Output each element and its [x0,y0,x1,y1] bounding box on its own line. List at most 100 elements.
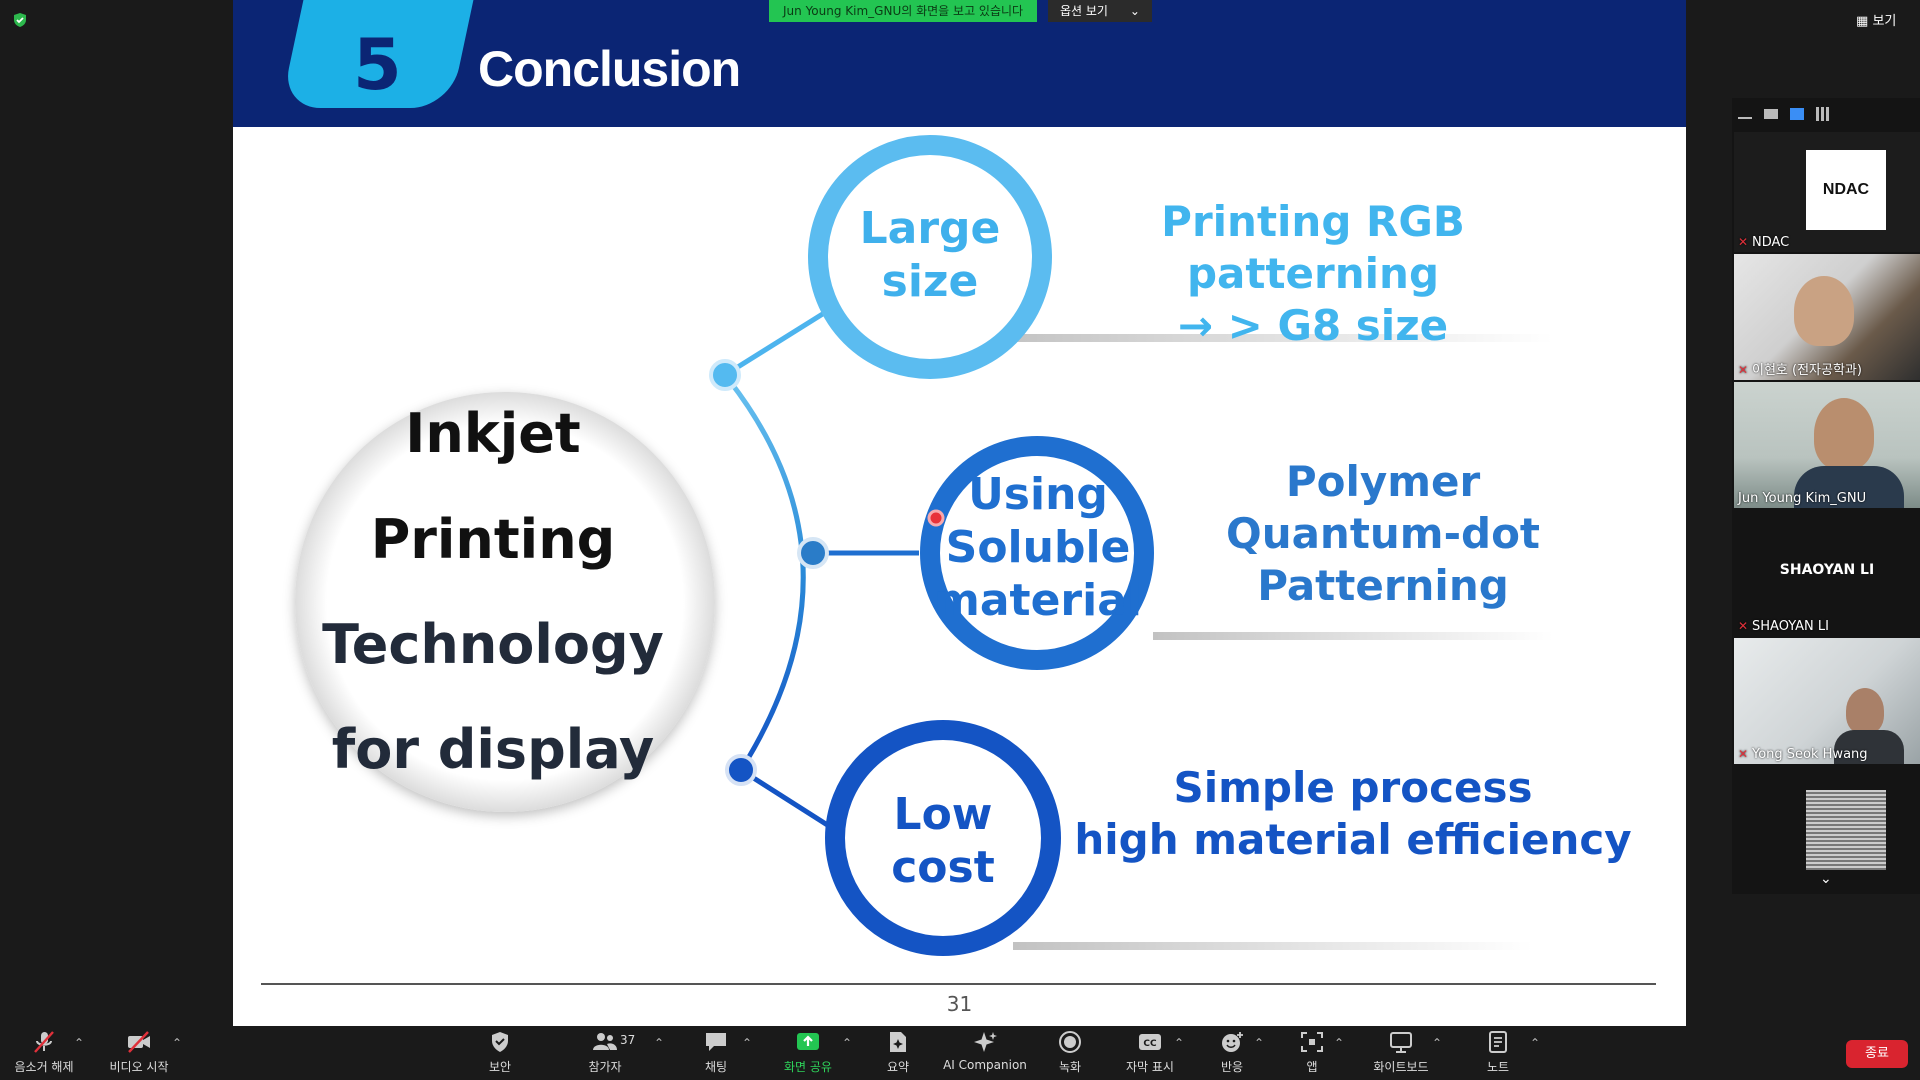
end-meeting-button[interactable]: 종료 [1846,1040,1908,1068]
participant-avatar-video [1846,688,1884,734]
start-video-label: 비디오 시작 [109,1060,168,1074]
apps-options-chevron-icon[interactable]: ⌃ [1334,1036,1344,1050]
captions-options-chevron-icon[interactable]: ⌃ [1174,1036,1184,1050]
share-screen-label: 화면 공유 [784,1060,832,1074]
shared-slide: 5 Conclusion [233,0,1686,1026]
apps-label: 앱 [1306,1060,1317,1074]
screen-share-banner: Jun Young Kim_GNU의 화면을 보고 있습니다 [769,0,1037,22]
participant-tile-ndac[interactable]: NDAC ✕NDAC [1734,132,1920,252]
security-button[interactable]: 보안 [480,1030,520,1075]
mic-muted-icon: ✕ [1738,747,1748,759]
main-topic-line-1: Inkjet [273,402,713,465]
node-2-description: Polymer Quantum-dot Patterning [1173,456,1593,612]
view-options-dropdown[interactable]: 옵션 보기 ⌄ [1048,0,1152,22]
view-options-label: 옵션 보기 [1060,4,1108,18]
participant-display-name: SHAOYAN LI [1734,562,1920,578]
record-icon [1057,1030,1083,1054]
share-options-chevron-icon[interactable]: ⌃ [842,1036,852,1050]
notes-icon [1485,1030,1511,1054]
view-button-label: 보기 [1872,14,1896,29]
reactions-label: 반응 [1221,1060,1243,1074]
ai-companion-icon [972,1030,998,1054]
node-1-label-line-2: size [830,255,1030,308]
mute-options-chevron-icon[interactable]: ⌃ [74,1036,84,1050]
participant-tile-video[interactable]: ✕Yong Seok Hwang [1734,638,1920,764]
branch-dot-3 [727,756,755,784]
record-label: 녹화 [1059,1060,1081,1074]
mic-off-icon [31,1030,57,1054]
mic-muted-icon: ✕ [1738,363,1748,375]
main-topic-line-3: Technology [273,613,713,676]
mute-button[interactable]: 음소거 해제 [12,1030,76,1075]
branch-dot-2 [799,539,827,567]
connector-arc [725,375,803,770]
main-topic-line-2: Printing [273,508,713,571]
chat-options-chevron-icon[interactable]: ⌃ [742,1036,752,1050]
participant-name: ✕SHAOYAN LI [1738,619,1829,634]
notes-label: 노트 [1487,1060,1509,1074]
captions-label: 자막 표시 [1126,1060,1174,1074]
view-button[interactable]: ▦ 보기 [1856,10,1896,29]
node-3-label-line-2: cost [843,841,1043,894]
node-3-desc-line-2: high material efficiency [1073,814,1633,866]
node-3-label-line-1: Low [843,788,1043,841]
scroll-down-icon[interactable]: ⌄ [1820,870,1832,887]
participant-name: ✕이현호 (전자공학과) [1738,359,1862,378]
node-1-desc-line-1: Printing RGB patterning [1053,196,1573,300]
grid-view-icon: ▦ [1856,14,1868,29]
node-2-label: Using Soluble material [933,468,1143,627]
participants-icon [592,1030,618,1054]
node-2-desc-line-2: Quantum-dot [1173,508,1593,560]
captions-button[interactable]: CC 자막 표시 [1122,1030,1178,1075]
chat-button[interactable]: 채팅 [696,1030,736,1075]
strip-view-icon[interactable] [1790,108,1804,120]
security-shield-icon[interactable] [12,12,28,28]
apps-button[interactable]: 앱 [1292,1030,1332,1075]
share-screen-icon [795,1030,821,1054]
participant-tile-partial[interactable]: ⌄ [1734,766,1920,892]
branch-dot-1 [711,361,739,389]
underline-shadow-2 [1153,632,1553,640]
record-button[interactable]: 녹화 [1050,1030,1090,1075]
slide-page-number: 31 [233,992,1686,1016]
notes-options-chevron-icon[interactable]: ⌃ [1530,1036,1540,1050]
participants-options-chevron-icon[interactable]: ⌃ [654,1036,664,1050]
participant-name: ✕Yong Seok Hwang [1738,747,1868,762]
node-1-description: Printing RGB patterning → > G8 size [1053,196,1573,352]
ai-companion-button[interactable]: AI Companion [940,1030,1030,1072]
node-3-description: Simple process high material efficiency [1073,762,1633,866]
participant-name: ✕NDAC [1738,235,1789,250]
participant-tile-video[interactable]: ✕이현호 (전자공학과) [1734,254,1920,380]
minimize-panel-icon[interactable] [1738,117,1752,119]
svg-text:CC: CC [1143,1039,1157,1049]
shield-icon [487,1030,513,1054]
reactions-button[interactable]: 반응 [1212,1030,1252,1075]
start-video-button[interactable]: 비디오 시작 [102,1030,176,1075]
node-2-label-line-2: Soluble [933,521,1143,574]
whiteboard-options-chevron-icon[interactable]: ⌃ [1432,1036,1442,1050]
whiteboard-label: 화이트보드 [1373,1060,1428,1074]
whiteboard-button[interactable]: 화이트보드 [1366,1030,1436,1075]
notes-button[interactable]: 노트 [1478,1030,1518,1075]
node-3-desc-line-1: Simple process [1073,762,1633,814]
node-1-label: Large size [830,202,1030,308]
reactions-options-chevron-icon[interactable]: ⌃ [1254,1036,1264,1050]
node-3-label: Low cost [843,788,1043,894]
share-screen-button[interactable]: 화면 공유 [780,1030,836,1075]
participant-tile-name-only[interactable]: SHAOYAN LI ✕SHAOYAN LI [1734,510,1920,636]
ai-companion-label: AI Companion [943,1058,1027,1072]
participant-tile-video[interactable]: Jun Young Kim_GNU [1734,382,1920,508]
summary-button[interactable]: 요약 [878,1030,918,1075]
summary-icon [885,1030,911,1054]
summary-label: 요약 [887,1060,909,1074]
chat-label: 채팅 [705,1060,727,1074]
mic-muted-icon: ✕ [1738,619,1748,631]
participants-label: 참가자 [588,1060,621,1074]
branch-line-1 [725,310,829,375]
main-topic-line-4: for display [273,718,713,781]
participant-name: Jun Young Kim_GNU [1738,491,1866,506]
gallery-grid-icon[interactable] [1816,107,1830,121]
single-view-icon[interactable] [1764,109,1778,119]
video-options-chevron-icon[interactable]: ⌃ [172,1036,182,1050]
participant-avatar-video [1794,276,1854,346]
